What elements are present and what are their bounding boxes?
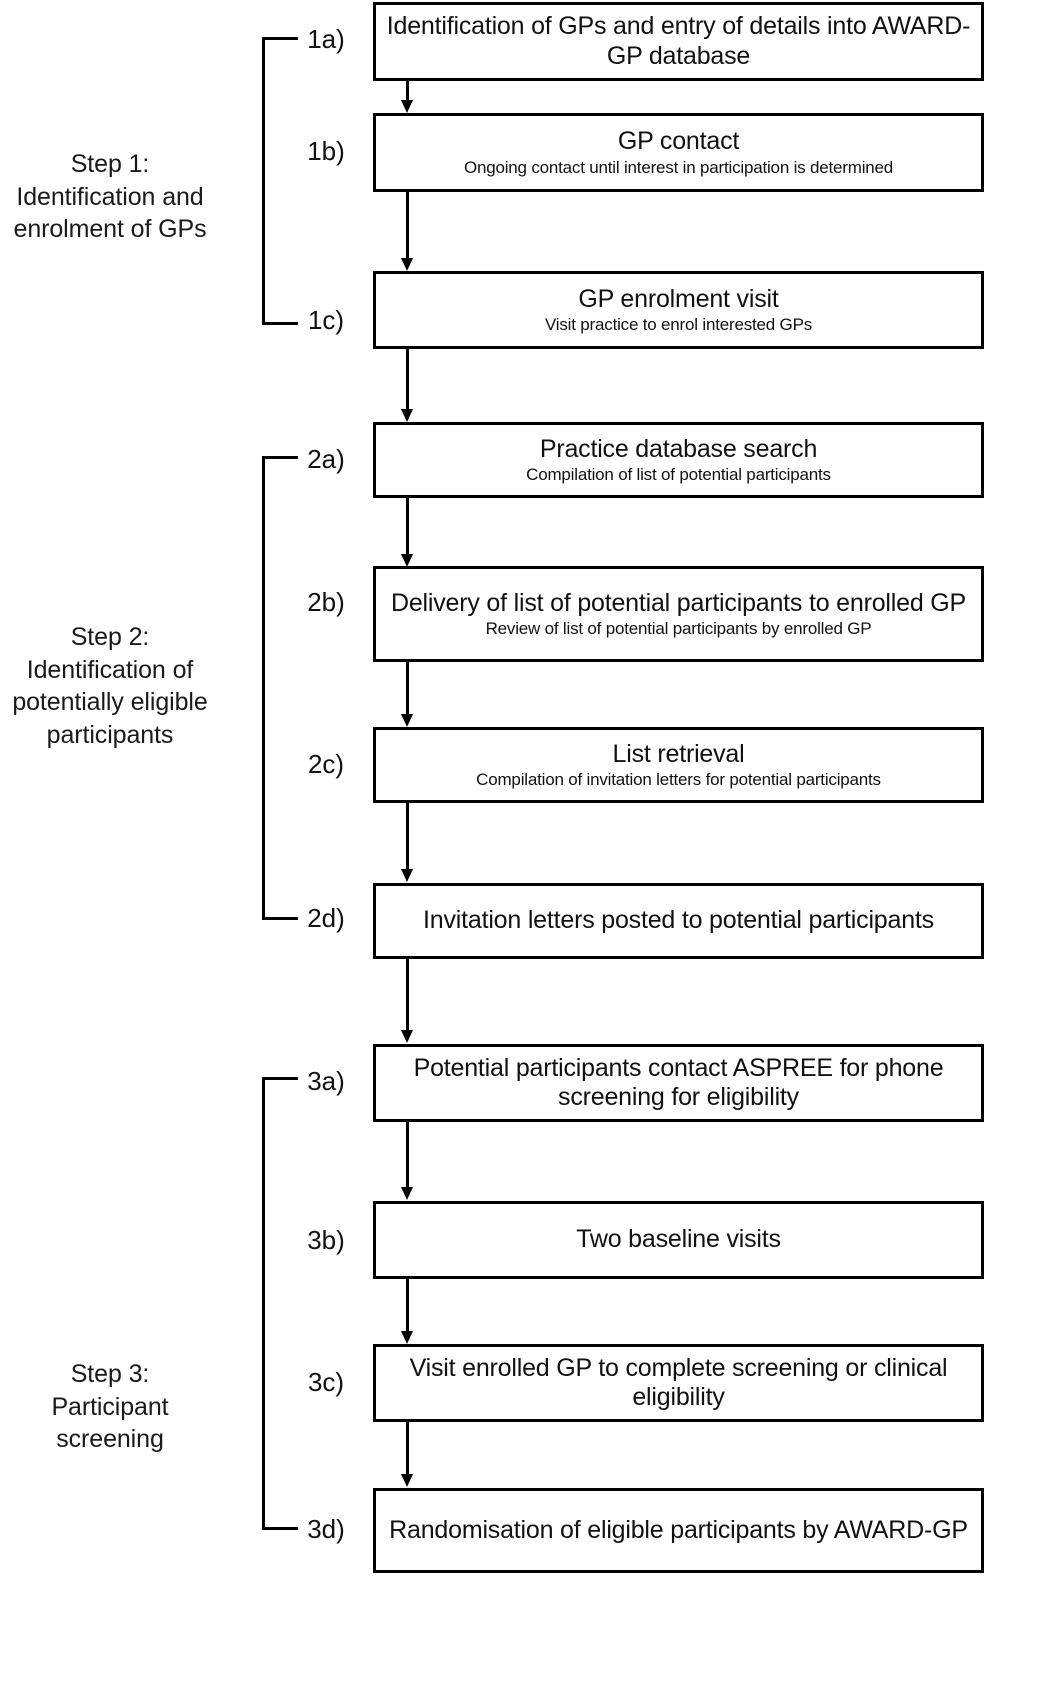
- step-label-line: Identification of: [26, 655, 194, 684]
- node-title: Randomisation of eligible participants b…: [389, 1515, 968, 1544]
- node-1c[interactable]: GP enrolment visit Visit practice to enr…: [373, 271, 984, 349]
- substep-tag-2c: 2c): [307, 749, 345, 779]
- node-2d[interactable]: Invitation letters posted to potential p…: [373, 883, 984, 959]
- node-2c[interactable]: List retrieval Compilation of invitation…: [373, 727, 984, 803]
- node-2a[interactable]: Practice database search Compilation of …: [373, 422, 984, 498]
- arrow-1a-to-1b: [401, 81, 415, 113]
- step-bracket-3: [262, 1077, 298, 1530]
- node-subtitle: Compilation of invitation letters for po…: [476, 770, 881, 790]
- node-subtitle: Compilation of list of potential partici…: [526, 465, 831, 485]
- node-3c[interactable]: Visit enrolled GP to complete screening …: [373, 1344, 984, 1422]
- substep-tag-2b: 2b): [307, 587, 345, 617]
- arrow-3b-to-3c: [401, 1279, 415, 1345]
- node-subtitle: Review of list of potential participants…: [485, 619, 872, 639]
- step-label-line: Step 1:: [70, 150, 150, 178]
- step-bracket-2: [262, 456, 298, 920]
- node-title: Potential participants contact ASPREE fo…: [413, 1053, 944, 1112]
- arrow-2a-to-2b: [401, 498, 415, 568]
- node-3a[interactable]: Potential participants contact ASPREE fo…: [373, 1044, 984, 1122]
- step-label-line: potentially eligible: [12, 688, 208, 716]
- node-subtitle: Visit practice to enrol interested GPs: [544, 315, 813, 335]
- step-label-line: Participant: [51, 1392, 169, 1421]
- step-bracket-1: [262, 37, 298, 325]
- substep-tag-1a: 1a): [307, 24, 345, 54]
- node-title: Delivery of list of potential participan…: [390, 588, 966, 617]
- arrow-1b-to-1c: [401, 192, 415, 272]
- substep-tag-3a: 3a): [307, 1066, 345, 1096]
- node-subtitle: Ongoing contact until interest in partic…: [463, 157, 894, 177]
- node-title: Identification of GPs and entry of detai…: [386, 12, 971, 70]
- step-group-label-3: Step 3: Participant screening: [0, 1358, 260, 1456]
- step-label-line: Step 3:: [70, 1360, 150, 1388]
- arrow-2b-to-2c: [401, 662, 415, 728]
- node-title: Invitation letters posted to potential p…: [423, 906, 934, 935]
- node-title: List retrieval: [612, 739, 745, 768]
- step-label-line: Identification and: [16, 182, 204, 211]
- arrow-3a-to-3b: [401, 1122, 415, 1201]
- node-3b[interactable]: Two baseline visits: [373, 1201, 984, 1279]
- node-1a[interactable]: Identification of GPs and entry of detai…: [373, 2, 984, 81]
- arrow-2d-to-3a: [401, 959, 415, 1044]
- node-title: GP enrolment visit: [578, 284, 779, 313]
- node-3d[interactable]: Randomisation of eligible participants b…: [373, 1488, 984, 1573]
- node-title: Practice database search: [539, 434, 818, 463]
- step-group-label-2: Step 2: Identification of potentially el…: [0, 621, 260, 751]
- step-label-line: enrolment of GPs: [13, 215, 207, 243]
- substep-tag-2d: 2d): [307, 903, 345, 933]
- arrow-3c-to-3d: [401, 1422, 415, 1488]
- arrow-2c-to-2d: [401, 803, 415, 883]
- substep-tag-3d: 3d): [307, 1514, 345, 1544]
- node-1b[interactable]: GP contact Ongoing contact until interes…: [373, 113, 984, 192]
- substep-tag-3c: 3c): [307, 1367, 345, 1397]
- step-group-label-1: Step 1: Identification and enrolment of …: [0, 148, 260, 246]
- step-label-line: participants: [46, 720, 174, 749]
- step-label-line: screening: [56, 1425, 164, 1453]
- node-title: Two baseline visits: [576, 1225, 781, 1254]
- node-2b[interactable]: Delivery of list of potential participan…: [373, 566, 984, 662]
- node-title: GP contact: [617, 127, 740, 156]
- arrow-1c-to-2a: [401, 349, 415, 423]
- node-title: Visit enrolled GP to complete screening …: [409, 1353, 948, 1412]
- substep-tag-1b: 1b): [307, 136, 345, 166]
- substep-tag-1c: 1c): [307, 305, 345, 335]
- substep-tag-2a: 2a): [307, 444, 345, 474]
- substep-tag-3b: 3b): [307, 1225, 345, 1255]
- step-label-line: Step 2:: [70, 623, 150, 651]
